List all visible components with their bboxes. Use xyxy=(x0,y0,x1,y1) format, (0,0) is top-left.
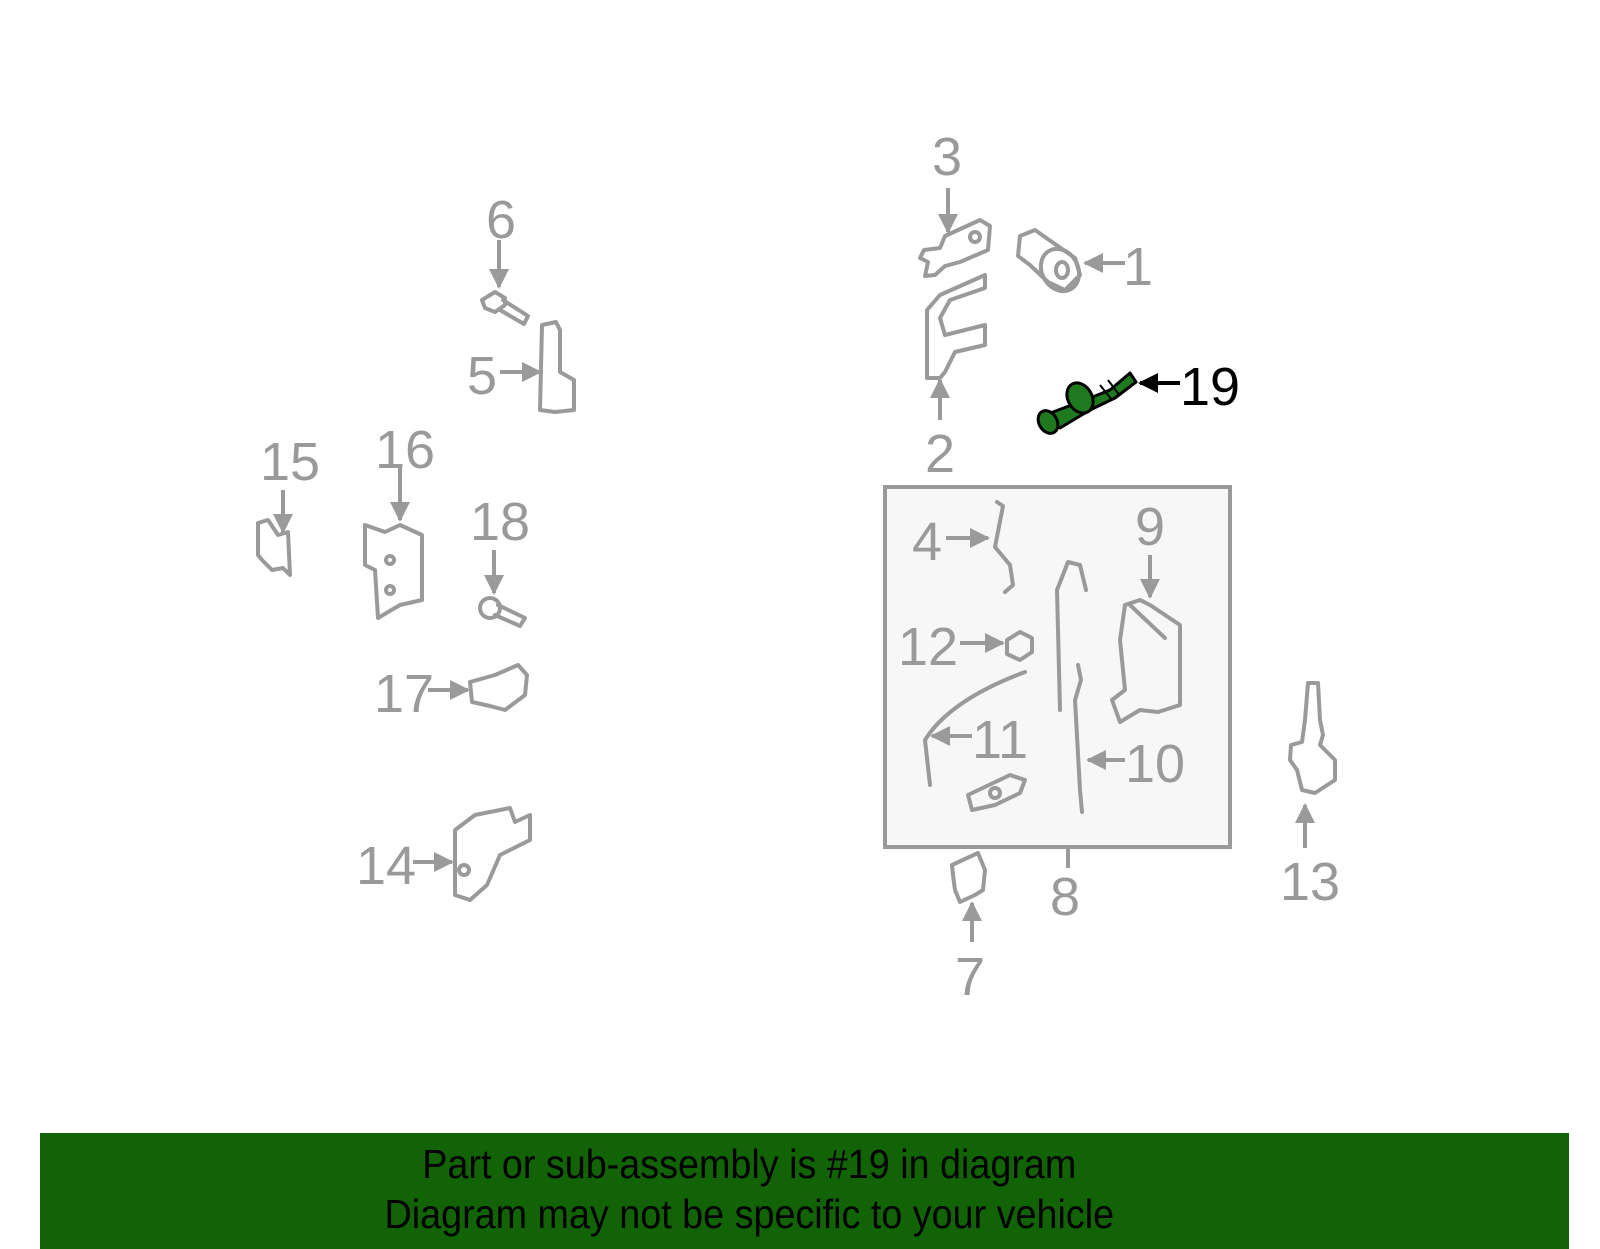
part-7-icon[interactable] xyxy=(950,851,987,904)
callout-6[interactable]: 6 xyxy=(486,190,516,250)
part-3-icon[interactable] xyxy=(918,218,992,278)
callout-16[interactable]: 16 xyxy=(375,420,435,480)
callout-3[interactable]: 3 xyxy=(932,127,962,187)
callout-18[interactable]: 18 xyxy=(470,492,530,552)
callout-9[interactable]: 9 xyxy=(1135,497,1165,557)
callout-10[interactable]: 10 xyxy=(1125,734,1185,794)
part-12-icon[interactable] xyxy=(1005,630,1034,662)
part-9-icon[interactable] xyxy=(1110,598,1182,724)
parts-diagram: 3 2 1 19 4 9 12 10 xyxy=(256,127,1340,1007)
part-14-icon[interactable] xyxy=(453,806,532,902)
part-11-icon[interactable] xyxy=(923,670,1027,812)
callout-1[interactable]: 1 xyxy=(1123,237,1153,297)
info-banner: Part or sub-assembly is #19 in diagram D… xyxy=(40,1133,1569,1249)
part-19-icon[interactable] xyxy=(1034,371,1138,437)
part-1-icon[interactable] xyxy=(1016,228,1087,298)
callout-19[interactable]: 19 xyxy=(1180,357,1240,417)
part-13-icon[interactable] xyxy=(1288,681,1337,795)
callout-17[interactable]: 17 xyxy=(374,664,434,724)
callout-5[interactable]: 5 xyxy=(467,346,497,406)
part-17-icon[interactable] xyxy=(468,663,529,712)
part-6-icon[interactable] xyxy=(480,290,530,326)
part-15-icon[interactable] xyxy=(256,518,292,577)
callout-4[interactable]: 4 xyxy=(912,512,942,572)
callout-14[interactable]: 14 xyxy=(356,836,416,896)
part-10-icon[interactable] xyxy=(1055,560,1088,814)
callout-7[interactable]: 7 xyxy=(955,947,985,1007)
callout-13[interactable]: 13 xyxy=(1280,852,1340,912)
part-18-icon[interactable] xyxy=(478,596,527,628)
banner-line-2: Diagram may not be specific to your vehi… xyxy=(384,1191,1115,1237)
banner-line-1: Part or sub-assembly is #19 in diagram xyxy=(422,1141,1077,1187)
callout-15[interactable]: 15 xyxy=(260,432,320,492)
callout-8[interactable]: 8 xyxy=(1050,867,1080,927)
part-2-icon[interactable] xyxy=(925,273,987,380)
part-4-icon[interactable] xyxy=(993,500,1015,594)
part-16-icon[interactable] xyxy=(363,523,424,620)
part-5-icon[interactable] xyxy=(538,320,576,414)
callout-11[interactable]: 11 xyxy=(972,710,1028,770)
callout-2[interactable]: 2 xyxy=(925,424,955,484)
callout-12[interactable]: 12 xyxy=(898,617,958,677)
